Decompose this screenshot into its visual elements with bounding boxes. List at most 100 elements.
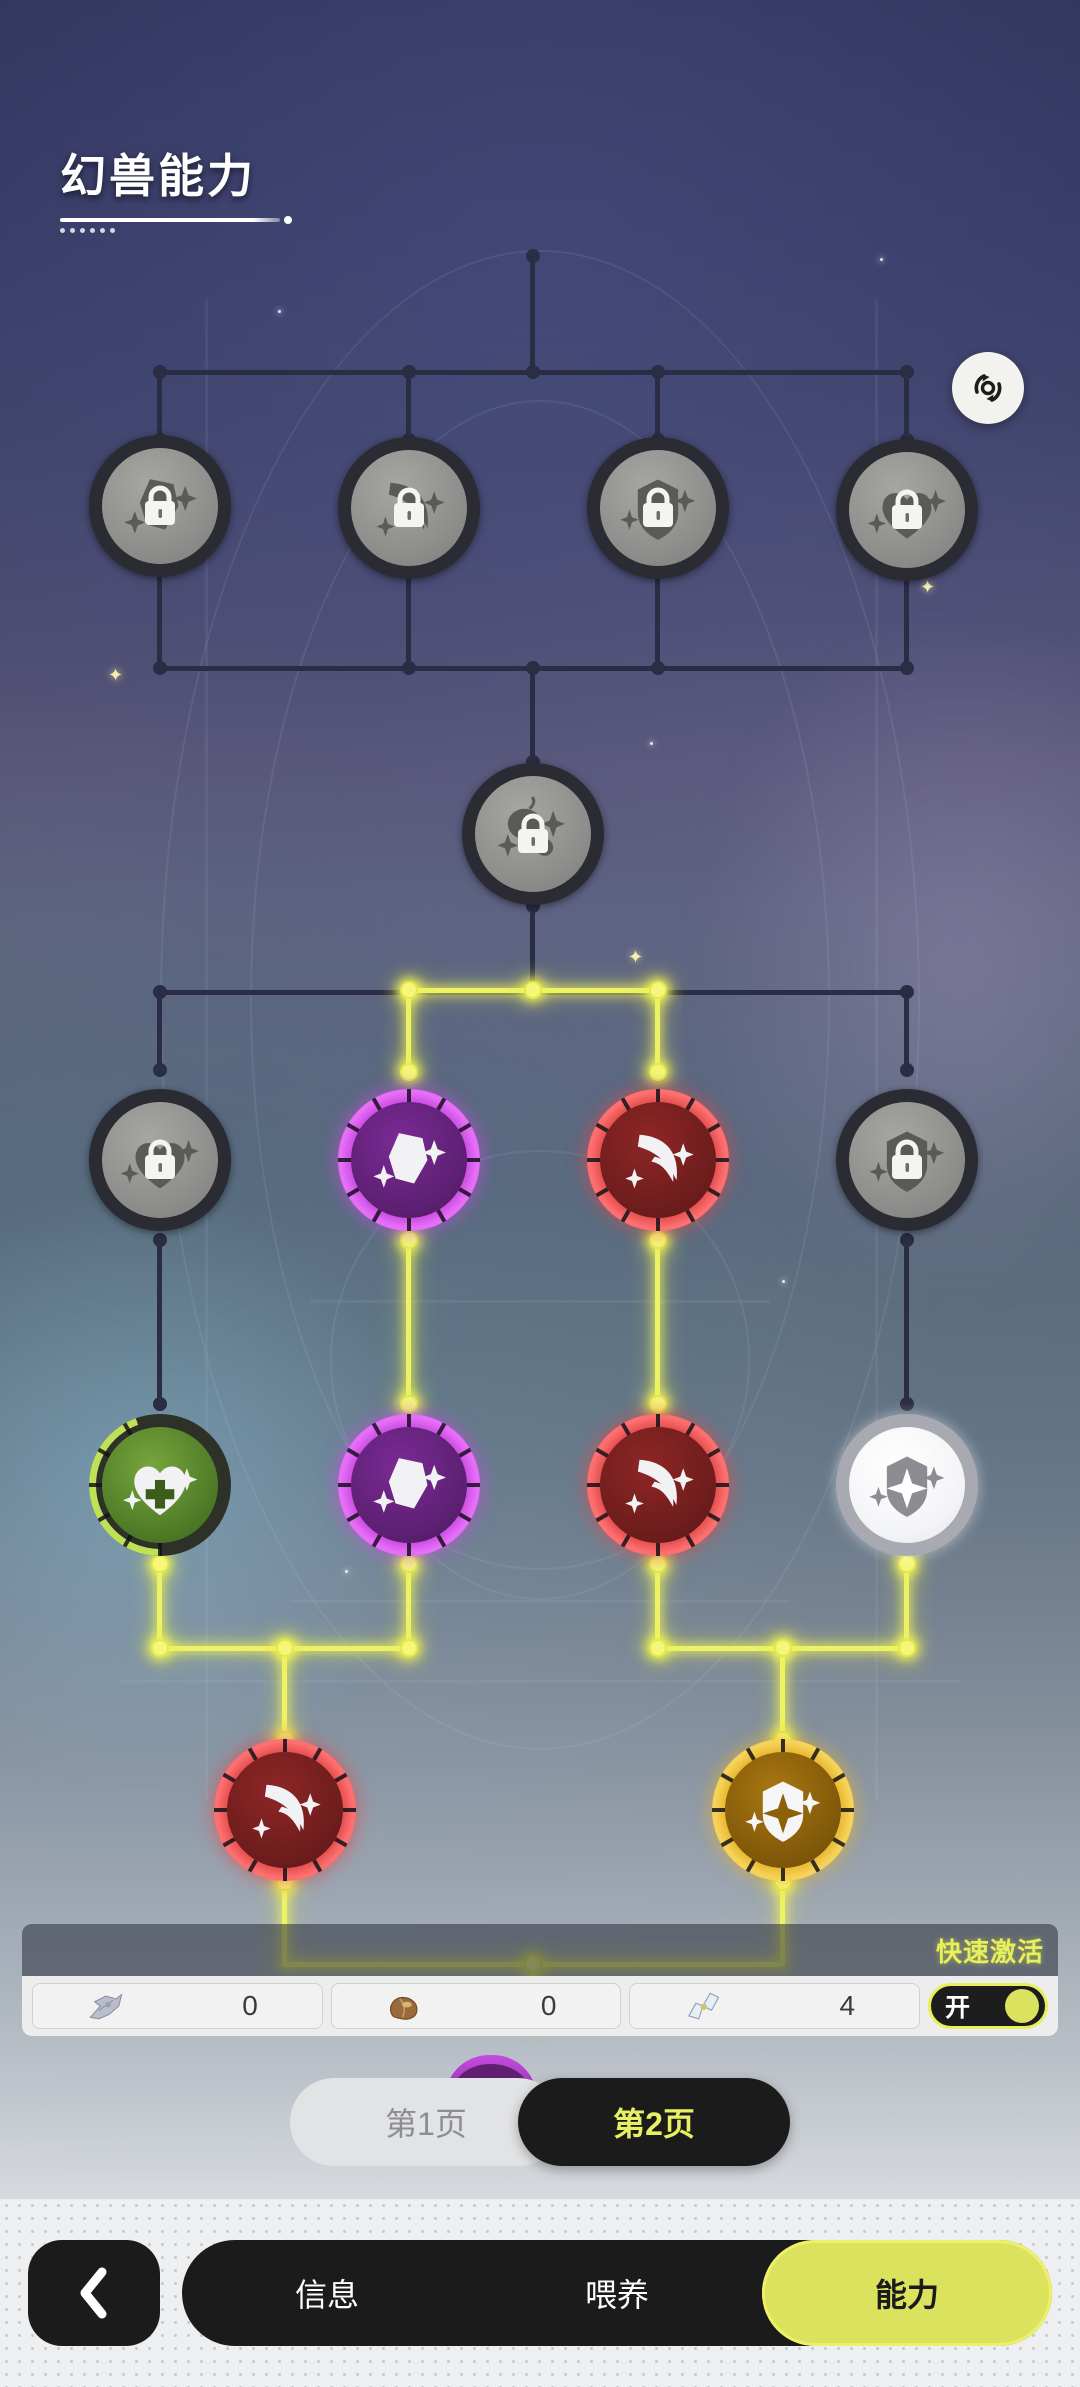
link-joint-active — [400, 1395, 418, 1413]
link-joint-active — [400, 981, 418, 999]
link-joint-active — [400, 1063, 418, 1081]
node-progress-ticks — [214, 1739, 356, 1881]
link-inactive — [406, 578, 411, 668]
skill-node-unlocked[interactable] — [214, 1739, 356, 1881]
link-inactive — [157, 990, 162, 1070]
skill-node-locked[interactable] — [462, 763, 604, 905]
skill-node-locked[interactable] — [89, 435, 231, 577]
page-title-text: 幻兽能力 — [60, 150, 256, 202]
skill-node-unlocked[interactable] — [836, 1414, 978, 1556]
star-speck — [650, 742, 653, 745]
quick-activate-row: 快速激活 — [22, 1924, 1058, 1976]
resource-count: 0 — [540, 1990, 557, 2021]
link-joint-active — [649, 981, 667, 999]
sparkle-speck: ✦ — [628, 947, 644, 967]
link-active — [655, 1238, 660, 1406]
link-inactive — [157, 576, 162, 668]
link-joint-inactive — [153, 1233, 167, 1247]
page-tab-1[interactable]: 第1页 — [290, 2078, 562, 2166]
link-joint-active — [649, 1395, 667, 1413]
star-speck — [345, 1570, 348, 1573]
link-active — [780, 1880, 785, 1966]
reset-button[interactable] — [952, 352, 1024, 424]
link-inactive — [406, 370, 411, 440]
lock-icon — [892, 1139, 922, 1179]
shield-sparkle-icon — [869, 1456, 945, 1517]
link-active — [780, 1646, 785, 1742]
link-active — [406, 1562, 411, 1648]
lock-icon — [518, 813, 548, 853]
node-progress-ticks — [587, 1089, 729, 1231]
link-inactive — [530, 666, 535, 764]
link-inactive — [530, 904, 535, 992]
lock-icon — [643, 487, 673, 527]
link-joint-inactive — [900, 1397, 914, 1411]
link-joint-inactive — [402, 661, 416, 675]
link-inactive — [904, 580, 909, 668]
link-joint-active — [151, 1639, 169, 1657]
sparkle-speck: ✦ — [920, 577, 936, 597]
skill-node-locked[interactable] — [836, 439, 978, 581]
toggle-knob — [1005, 1989, 1040, 2023]
page-tabs: 第1页 第2页 — [290, 2078, 790, 2166]
link-joint-active — [524, 981, 542, 999]
link-joint-active — [276, 1639, 294, 1657]
nav-tab-feed[interactable]: 喂养 — [472, 2240, 762, 2346]
quick-activate-toggle[interactable]: 开 — [928, 1983, 1049, 2029]
title-dots — [60, 228, 280, 233]
skill-node-unlocked[interactable] — [338, 1089, 480, 1231]
claw-sparkle-icon — [625, 1134, 694, 1189]
page-tab-1-label: 第1页 — [385, 2106, 467, 2142]
skill-node-locked[interactable] — [89, 1089, 231, 1231]
skill-node-locked[interactable] — [836, 1089, 978, 1231]
link-active — [655, 1562, 660, 1648]
link-joint-active — [400, 1231, 418, 1249]
stone-sparkle-icon — [373, 1458, 446, 1513]
nav-tab-info-label: 信息 — [294, 2277, 359, 2313]
lock-icon — [145, 1139, 175, 1179]
bottom-nav-bar: 信息 喂养 能力 — [0, 2199, 1080, 2387]
page-tab-2[interactable]: 第2页 — [518, 2078, 790, 2166]
heart-plus-icon — [123, 1466, 198, 1516]
skill-node-unlocked[interactable] — [712, 1739, 854, 1881]
claw-sparkle-icon — [252, 1784, 321, 1839]
lock-icon — [892, 489, 922, 529]
skill-node-unlocked[interactable] — [587, 1414, 729, 1556]
link-joint-active — [400, 1555, 418, 1573]
reset-circular-arrows-icon — [974, 374, 1002, 402]
link-joint-inactive — [900, 1233, 914, 1247]
resource-slots: 0 0 4 开 — [22, 1976, 1058, 2036]
node-progress-ticks — [587, 1414, 729, 1556]
resource-count: 4 — [839, 1990, 856, 2021]
resource-slot[interactable]: 0 — [330, 1983, 622, 2029]
resource-slot[interactable]: 0 — [32, 1983, 323, 2029]
link-inactive — [904, 990, 909, 1070]
link-inactive — [655, 370, 660, 440]
nav-tab-feed-label: 喂养 — [584, 2277, 649, 2313]
resource-slot[interactable]: 4 — [629, 1983, 921, 2029]
link-joint-inactive — [526, 249, 540, 263]
link-joint-active — [898, 1639, 916, 1657]
stone-sparkle-icon — [373, 1133, 446, 1188]
lock-icon — [145, 485, 175, 525]
skill-node-unlocked[interactable] — [89, 1414, 231, 1556]
back-button[interactable] — [28, 2240, 160, 2346]
nav-tab-info[interactable]: 信息 — [182, 2240, 472, 2346]
link-active — [904, 1562, 909, 1648]
skill-node-unlocked[interactable] — [338, 1414, 480, 1556]
skill-node-unlocked[interactable] — [587, 1089, 729, 1231]
link-joint-inactive — [900, 661, 914, 675]
skill-node-locked[interactable] — [338, 437, 480, 579]
brown-nut-icon — [390, 1996, 418, 2020]
skill-node-locked[interactable] — [587, 437, 729, 579]
link-active — [282, 1880, 287, 1966]
nav-tab-ability[interactable]: 能力 — [762, 2240, 1052, 2346]
link-active — [282, 1646, 287, 1742]
link-joint-active — [649, 1555, 667, 1573]
toggle-label: 开 — [945, 1994, 971, 2022]
nav-tab-group: 信息 喂养 能力 — [182, 2240, 1052, 2346]
star-speck — [782, 1280, 785, 1283]
title-underline — [60, 216, 292, 224]
link-joint-inactive — [153, 1063, 167, 1077]
